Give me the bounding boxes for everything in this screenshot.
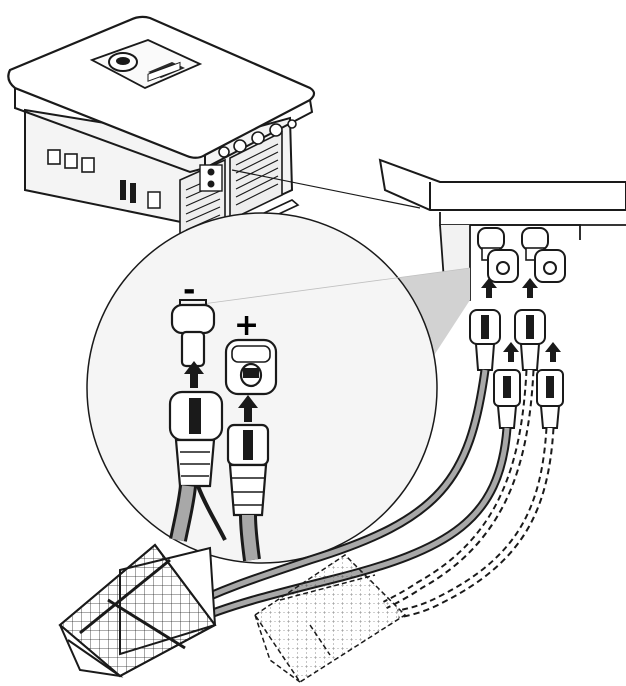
cable-connectors-right bbox=[470, 310, 563, 428]
up-arrow-icon bbox=[522, 278, 538, 298]
cable-plug-icon bbox=[470, 310, 500, 370]
up-arrow-icon bbox=[545, 342, 561, 362]
cable-plug-icon bbox=[537, 370, 563, 428]
cable-plug-icon bbox=[515, 310, 545, 370]
minus-sign-label: - bbox=[183, 273, 195, 308]
plus-sign-label: + bbox=[234, 308, 259, 343]
inverter-plug-icon bbox=[535, 250, 565, 282]
inverter-plug-icon bbox=[488, 250, 518, 282]
up-arrow-icon bbox=[503, 342, 519, 362]
inverter-device bbox=[8, 17, 314, 244]
solar-panel-solid bbox=[60, 545, 215, 676]
cable-plug-icon bbox=[494, 370, 520, 428]
inverter-connectors bbox=[478, 228, 565, 282]
plus-inverter-plug-icon bbox=[226, 340, 276, 394]
